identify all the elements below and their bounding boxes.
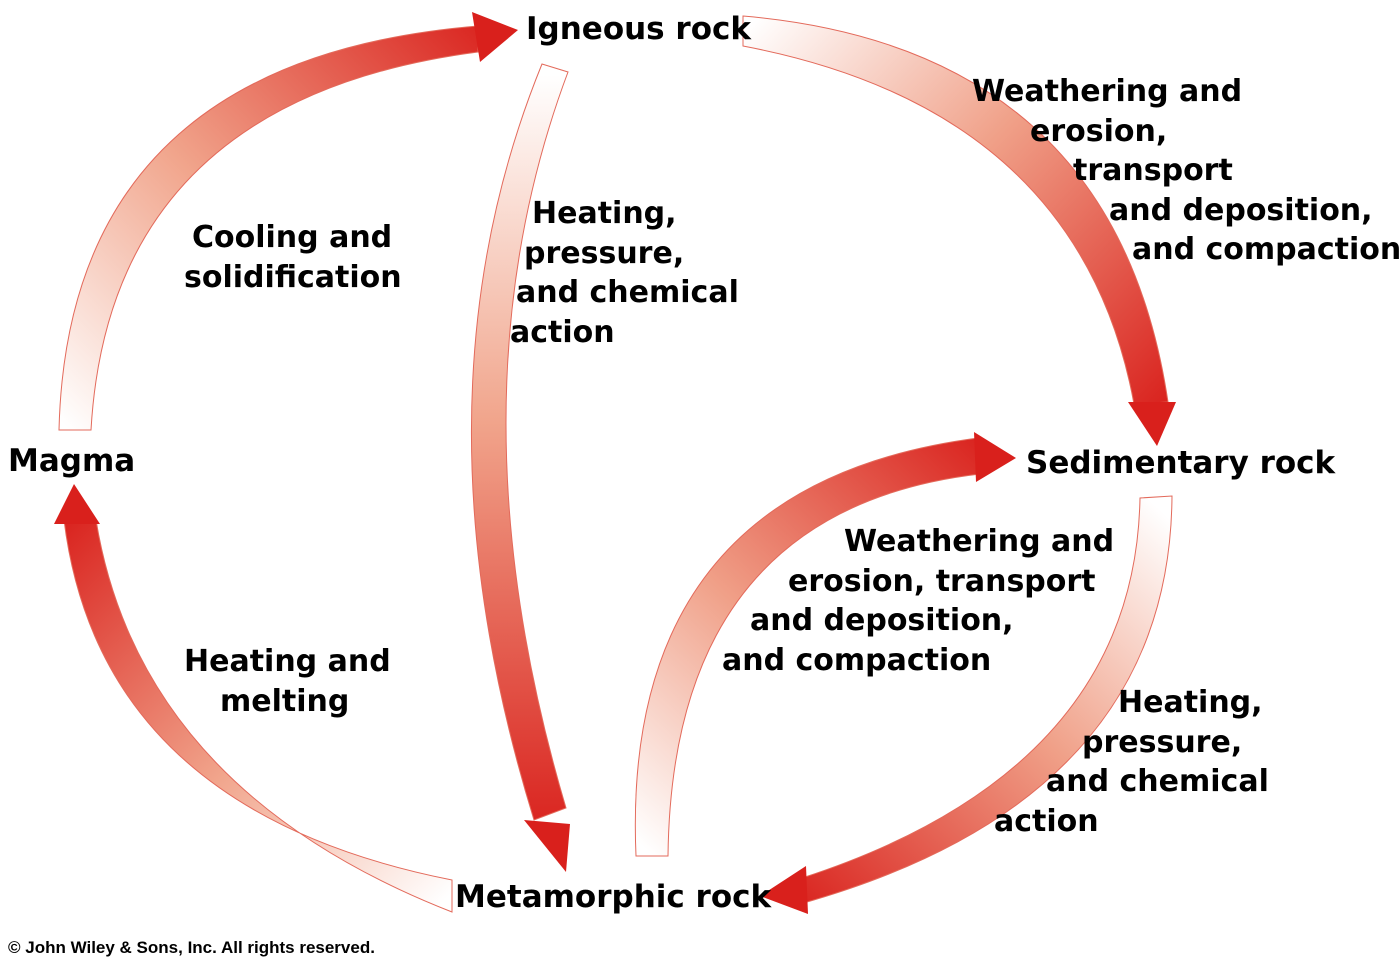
node-metamorphic-rock: Metamorphic rock: [455, 879, 772, 915]
arrow-sedimentary-to-metamorphic: [760, 495, 1173, 914]
arrow-head: [1128, 402, 1176, 446]
process-line: and chemical: [1046, 764, 1269, 800]
process-line: action: [510, 314, 615, 350]
process-line: and compaction: [1132, 232, 1400, 268]
arrow-head: [760, 866, 808, 914]
process-line: erosion,: [1030, 113, 1168, 149]
process-line: Heating,: [532, 196, 677, 231]
process-line: Heating and: [184, 644, 391, 679]
process-line: solidification: [184, 259, 402, 295]
process-line: action: [994, 803, 1099, 839]
process-line: pressure,: [1082, 724, 1243, 760]
process-line: and chemical: [516, 275, 739, 311]
process-line: Cooling and: [192, 220, 393, 255]
process-igneous-to-metamorphic: Heating, pressure, and chemical action: [510, 194, 739, 352]
arrow-head: [472, 12, 518, 62]
copyright-notice: © John Wiley & Sons, Inc. All rights res…: [8, 938, 375, 957]
arrow-metamorphic-to-sedimentary: [634, 432, 1016, 857]
process-line: Weathering and: [972, 74, 1243, 109]
process-line: melting: [220, 683, 350, 719]
process-line: and compaction: [722, 642, 992, 678]
arrow-head: [524, 820, 570, 872]
process-line: erosion, transport: [788, 563, 1096, 599]
arrow-body: [470, 63, 569, 821]
arrow-magma-to-igneous: [58, 12, 518, 431]
arrow-igneous-to-metamorphic: [470, 63, 570, 872]
process-line: Weathering and: [844, 524, 1115, 559]
process-magma-to-igneous: Cooling and solidification: [184, 218, 402, 297]
process-metamorphic-to-sedimentary: Weathering and erosion, transport and de…: [722, 522, 1114, 680]
node-sedimentary-rock: Sedimentary rock: [1026, 445, 1336, 481]
process-line: pressure,: [524, 235, 685, 271]
process-sedimentary-to-metamorphic: Heating, pressure, and chemical action: [994, 683, 1269, 841]
process-igneous-to-sedimentary: Weathering and erosion, transport and de…: [972, 72, 1400, 270]
arrow-head: [974, 432, 1016, 482]
process-line: Heating,: [1118, 685, 1263, 720]
process-metamorphic-to-magma: Heating and melting: [184, 642, 391, 721]
process-line: and deposition,: [1109, 192, 1373, 228]
node-magma: Magma: [8, 443, 136, 479]
arrow-igneous-to-sedimentary: [742, 15, 1176, 446]
process-line: and deposition,: [750, 603, 1014, 639]
arrow-metamorphic-to-magma: [54, 484, 453, 913]
node-igneous-rock: Igneous rock: [526, 11, 752, 47]
arrow-head: [54, 484, 100, 524]
process-line: transport: [1073, 153, 1233, 189]
